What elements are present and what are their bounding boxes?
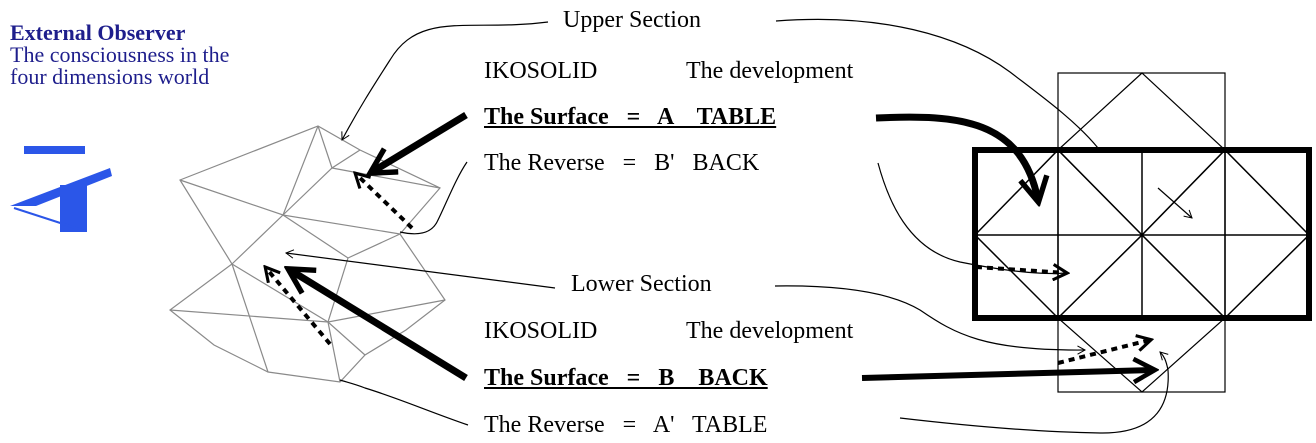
thick-arrows	[290, 112, 1153, 378]
upper-section-label: Upper Section	[563, 7, 701, 33]
upper-development-label: The development	[686, 58, 854, 84]
upper-ikosolid-label: IKOSOLID	[484, 58, 598, 84]
ikosolid-wireframe	[169, 125, 446, 383]
lower-surface-label: The Surface = B BACK	[484, 365, 768, 391]
lower-section-label: Lower Section	[571, 271, 712, 297]
observer-line-1: The consciousness in the	[10, 42, 230, 67]
thin-connectors	[284, 18, 1193, 434]
upper-surface-label: The Surface = A TABLE	[484, 104, 777, 130]
lower-reverse-label: The Reverse = A' TABLE	[484, 412, 768, 438]
lower-development-label: The development	[686, 318, 854, 344]
observer-title: External Observer	[10, 20, 186, 45]
development-net	[972, 72, 1312, 393]
observer-glyph-icon	[10, 146, 112, 232]
upper-reverse-label: The Reverse = B' BACK	[484, 150, 760, 176]
observer-line-2: four dimensions world	[10, 64, 210, 89]
lower-ikosolid-label: IKOSOLID	[484, 318, 598, 344]
